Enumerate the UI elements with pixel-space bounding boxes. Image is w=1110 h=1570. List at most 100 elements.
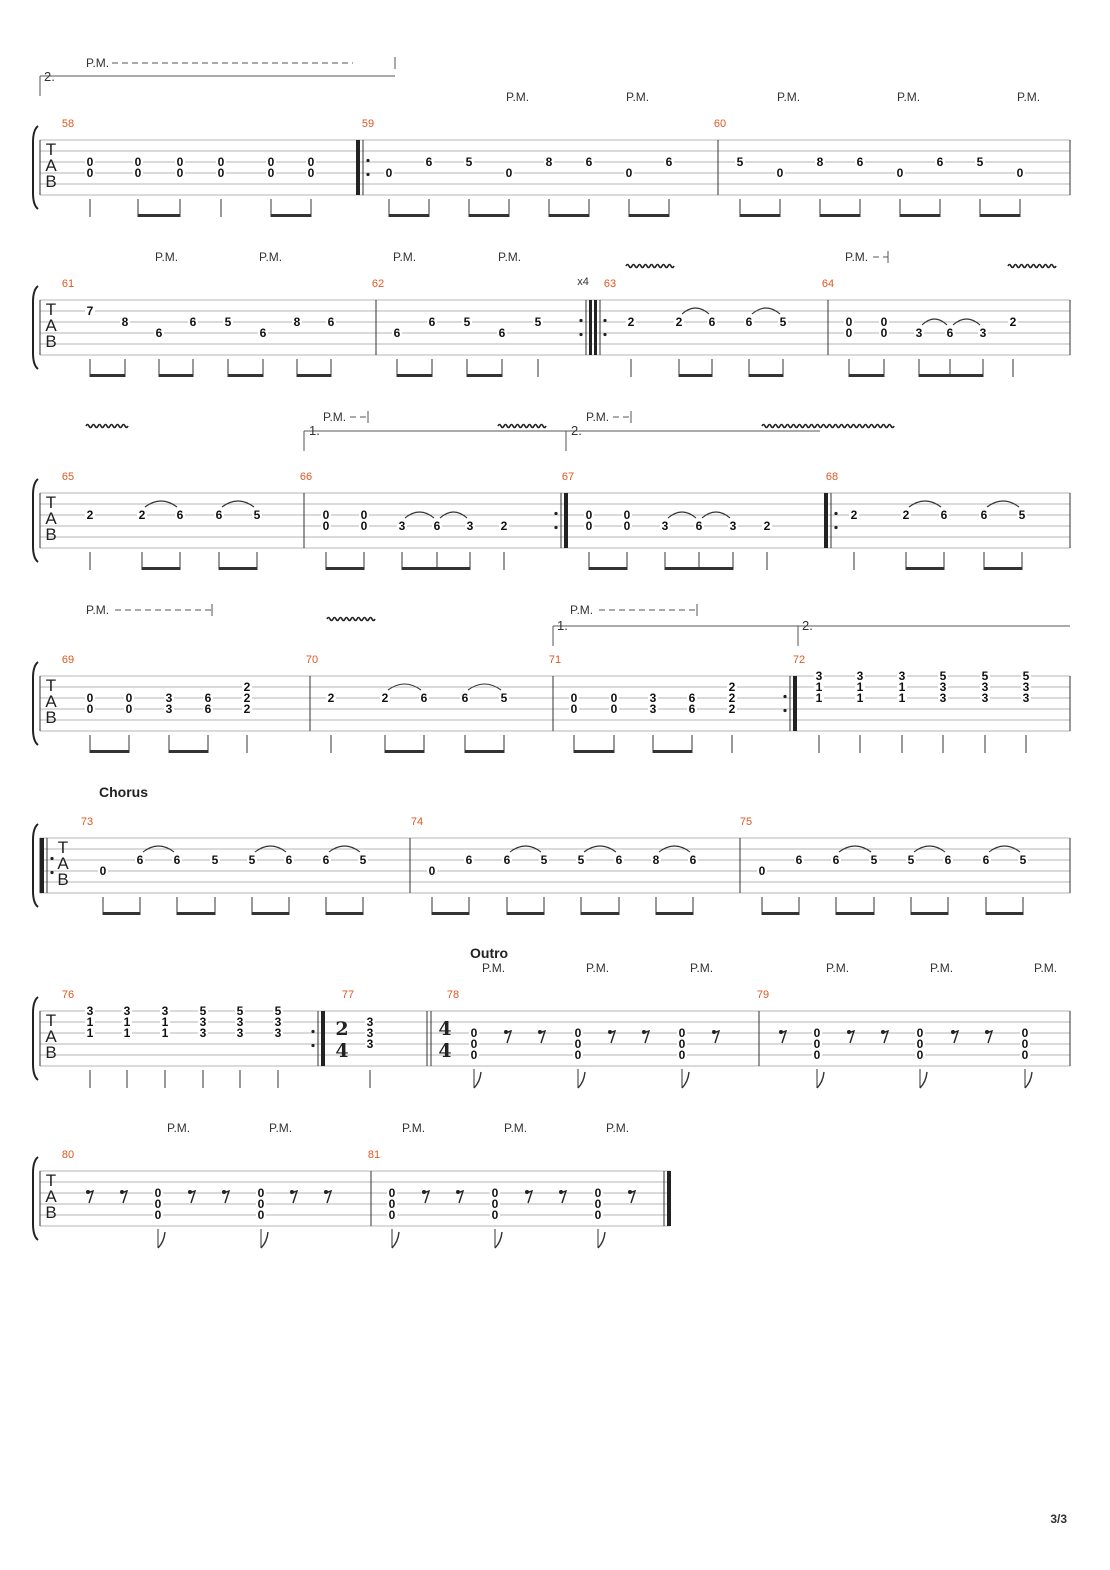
fret-number: 8 [294, 315, 301, 329]
fret-bg [120, 316, 130, 328]
fret-number: 3 [1023, 691, 1030, 705]
volta-label: 1. [309, 423, 320, 438]
staff-bracket [32, 661, 39, 746]
fret-bg [1020, 1038, 1030, 1050]
measure-number: 77 [342, 989, 354, 1001]
fret-number: 6 [426, 155, 433, 169]
fret-bg [831, 854, 841, 866]
fret-bg [365, 1016, 375, 1028]
fret-bg [504, 167, 514, 179]
fret-number: 3 [162, 1004, 169, 1018]
note-beam [986, 912, 1023, 915]
note-flag [816, 1071, 825, 1089]
fret-number: 0 [389, 1186, 396, 1200]
fret-bg [153, 1198, 163, 1210]
measure-number: 63 [604, 278, 616, 290]
note-beam [467, 374, 502, 377]
note-beam [653, 750, 692, 753]
fret-bg [849, 509, 859, 521]
note-flag [681, 1071, 690, 1089]
fret-number: 0 [218, 166, 225, 180]
fret-bg [216, 167, 226, 179]
fret-bg [490, 1198, 500, 1210]
tie-arc [913, 845, 946, 853]
repeat-dot [311, 1029, 315, 1034]
note-beam [397, 374, 432, 377]
fret-number: 3 [367, 1026, 374, 1040]
fret-number: 1 [857, 691, 864, 705]
vibrato-mark [326, 616, 376, 622]
fret-number: 6 [746, 315, 753, 329]
note-beam [432, 912, 469, 915]
fret-bg [427, 865, 437, 877]
note-flag [260, 1231, 269, 1249]
note-beam [159, 374, 193, 377]
fret-number: 0 [155, 1197, 162, 1211]
repeat-dot [366, 158, 370, 163]
staff-bracket [32, 285, 39, 370]
eighth-rest [222, 1189, 231, 1204]
eighth-rest [324, 1189, 333, 1204]
tie-arc [583, 845, 617, 853]
fret-bg [664, 156, 674, 168]
fret-number: 3 [200, 1015, 207, 1029]
tie-arc [667, 511, 697, 519]
eighth-rest [456, 1189, 465, 1204]
fret-number: 6 [205, 691, 212, 705]
fret-bg [844, 327, 854, 339]
note-beam [629, 214, 669, 217]
fret-number: 0 [881, 315, 888, 329]
note-beam [507, 912, 544, 915]
fret-number: 6 [504, 853, 511, 867]
fret-number: 0 [611, 702, 618, 716]
tab-clef-letter: B [45, 525, 56, 544]
fret-number: 0 [361, 519, 368, 533]
eighth-rest [290, 1189, 299, 1204]
fret-bg [266, 156, 276, 168]
palm-mute-label: P.M. [393, 250, 416, 264]
measure-number: 67 [562, 471, 574, 483]
fret-number: 6 [689, 691, 696, 705]
fret-number: 6 [156, 326, 163, 340]
fret-bg [943, 854, 953, 866]
section-label: Outro [470, 945, 508, 961]
fret-number: 3 [650, 691, 657, 705]
measure-number: 58 [62, 118, 74, 130]
fret-number: 5 [360, 853, 367, 867]
fret-bg [85, 692, 95, 704]
fret-number: 0 [126, 691, 133, 705]
fret-number: 0 [87, 702, 94, 716]
fret-bg [1021, 681, 1031, 693]
repeat-barline [793, 676, 797, 731]
fret-bg [573, 1027, 583, 1039]
fret-bg [365, 1038, 375, 1050]
fret-bg [978, 327, 988, 339]
fret-number: 5 [982, 669, 989, 683]
fret-number: 1 [87, 1015, 94, 1029]
fret-bg [124, 692, 134, 704]
fret-bg [85, 509, 95, 521]
fret-bg [490, 1187, 500, 1199]
fret-bg [499, 692, 509, 704]
repeat-dot [554, 511, 558, 516]
fret-number: 0 [814, 1048, 821, 1062]
fret-number: 0 [218, 155, 225, 169]
fret-bg [306, 156, 316, 168]
palm-mute-label: P.M. [777, 90, 800, 104]
palm-mute-label: P.M. [269, 1121, 292, 1135]
tab-clef-letter: A [45, 1027, 57, 1046]
fret-bg [584, 509, 594, 521]
measure-number: 74 [411, 816, 423, 828]
repeat-barline [564, 493, 568, 548]
fret-bg [815, 156, 825, 168]
fret-number: 3 [200, 1026, 207, 1040]
fret-bg [576, 854, 586, 866]
note-flag [494, 1231, 503, 1249]
fret-number: 6 [429, 315, 436, 329]
note-beam [252, 912, 289, 915]
fret-number: 3 [399, 519, 406, 533]
